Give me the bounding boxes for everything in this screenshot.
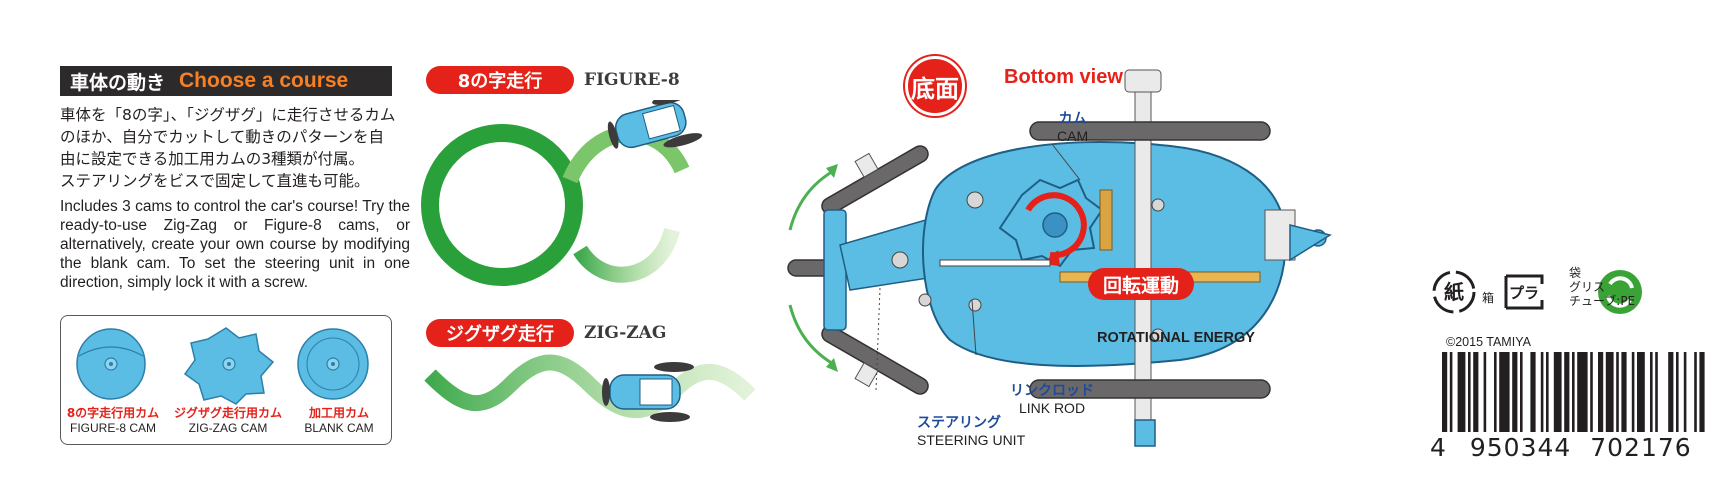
steering-label-jp: ステアリング (917, 415, 1001, 431)
barcode-bar (1699, 352, 1705, 432)
desc-jp-line: 由に設定できる加工用カムの3種類が付属。 (60, 150, 365, 168)
recycle-marks: 紙 箱 プラ (1432, 270, 1642, 314)
figure8-label: FIGURE-8 (584, 70, 680, 90)
bottom-view-diagram (787, 69, 1332, 447)
zigzag-cam-label: ジグザグ走行用カム ZIG-ZAG CAM (169, 406, 287, 436)
barcode-bar (1546, 352, 1549, 432)
barcode-bar (1564, 352, 1570, 432)
zigzag-cam-icon (183, 327, 275, 405)
steering-label-en: STEERING UNIT (917, 432, 1026, 448)
cam-label-jp: ジグザグ走行用カム (173, 406, 282, 420)
barcode-bar (1483, 352, 1487, 432)
barcode-bar (1655, 352, 1658, 432)
barcode-bar (1631, 352, 1635, 432)
barcode-bar (1621, 352, 1627, 432)
desc-jp-line: のほか、自分でカットして動きのパターンを自 (60, 128, 384, 146)
steering-unit-callout: ステアリング STEERING UNIT (917, 412, 1025, 448)
bottom-view-title: Bottom view (1004, 66, 1123, 88)
figure8-banner: 8の字走行 (426, 66, 574, 94)
front-wheels (787, 145, 929, 395)
barcode-bar (1694, 352, 1697, 432)
barcode-bar (1468, 352, 1471, 432)
choose-course-header: 車体の動き Choose a course (60, 66, 392, 96)
zigzag-label: ZIG-ZAG (584, 323, 667, 343)
cam-label-en: FIGURE-8 CAM (69, 421, 156, 435)
bag-text: 袋 (1569, 266, 1582, 280)
barcode-bar (1637, 352, 1645, 432)
plastic-mark-text: プラ (1509, 284, 1539, 302)
blank-cam-label: 加工用カム BLANK CAM (289, 406, 389, 436)
barcode-bar (1605, 352, 1614, 432)
plastic-recycle-icon: プラ (1504, 274, 1544, 310)
cam-label-en: BLANK CAM (304, 421, 374, 435)
barcode-bar (1590, 352, 1593, 432)
barcode-bar (1499, 352, 1510, 432)
rotation-label-en: ROTATIONAL ENERGY (1097, 330, 1255, 346)
barcode-bar (1616, 352, 1619, 432)
barcode-group1: 950344 (1469, 433, 1572, 462)
figure8-cam-label: 8の字走行用カム FIGURE-8 CAM (63, 406, 163, 436)
barcode-bar (1598, 352, 1604, 432)
cam-label-jp: カム (1058, 111, 1087, 127)
link-rod-callout: リンクロッド LINK ROD (1010, 380, 1094, 416)
figure8-path-illustration (421, 100, 703, 286)
barcode-bar (1577, 352, 1588, 432)
cam-label-jp: 8の字走行用カム (66, 406, 160, 420)
barcode-bar (1676, 352, 1679, 432)
paper-mark-text: 紙 (1444, 280, 1464, 304)
tube-text: チューブ:PE (1569, 294, 1636, 308)
zigzag-banner: ジグザグ走行 (426, 319, 574, 347)
barcode-bar (1449, 352, 1453, 432)
grease-text: グリス (1569, 280, 1606, 294)
link-rod-label-jp: リンクロッド (1010, 383, 1094, 399)
description-en: Includes 3 cams to control the car's cou… (60, 198, 410, 291)
barcode-bar (1668, 352, 1674, 432)
barcode-bar (1457, 352, 1466, 432)
cam-illustrations (76, 327, 369, 405)
barcode (1442, 352, 1705, 432)
header-en: Choose a course (179, 69, 349, 92)
zigzag-path-illustration (424, 354, 756, 422)
green-recycle-icon (1598, 270, 1642, 314)
barcode-prefix: 4 (1430, 433, 1447, 462)
rotation-badge: 回転運動 (1088, 268, 1194, 300)
barcode-bar (1540, 352, 1544, 432)
barcode-bar (1683, 352, 1687, 432)
barcode-bar (1530, 352, 1536, 432)
recycle-legend: 袋 グリス チューブ:PE (1569, 266, 1635, 308)
barcode-bar (1520, 352, 1523, 432)
desc-jp-line: 車体を「8の字」、「ジグザグ」に走行させるカム (60, 106, 396, 124)
barcode-bar (1473, 352, 1479, 432)
cam-label-en: ZIG-ZAG CAM (188, 421, 268, 435)
barcode-bar (1572, 352, 1575, 432)
desc-jp-line: ステアリングをビスで固定して直進も可能。 (60, 172, 370, 190)
link-rod-label-en: LINK ROD (1018, 400, 1086, 416)
barcode-digits: 4 950344 702176 (1430, 433, 1692, 462)
figure8-cam-icon (76, 328, 146, 400)
description-jp: 車体を「8の字」、「ジグザグ」に走行させるカム のほか、自分でカットして動きのパ… (60, 104, 412, 192)
cam-set-box: 8の字走行用カム FIGURE-8 CAM ジグザグ走行用カム ZIG-ZAG … (60, 315, 392, 445)
paper-recycle-icon: 紙 (1432, 270, 1476, 314)
copyright: ©2015 TAMIYA (1446, 335, 1531, 349)
box-text: 箱 (1482, 290, 1494, 305)
bottom-view-badge: 底面 (905, 56, 965, 116)
barcode-bar (1512, 352, 1518, 432)
barcode-bar (1442, 352, 1448, 432)
barcode-bar (1650, 352, 1653, 432)
header-jp: 車体の動き (70, 71, 166, 94)
blank-cam-icon (297, 328, 369, 400)
barcode-bar (1553, 352, 1562, 432)
cam-callout: カム CAM (1057, 108, 1088, 144)
cam-label-en: CAM (1057, 128, 1089, 144)
cam-label-jp: 加工用カム (308, 406, 369, 420)
barcode-bar (1494, 352, 1497, 432)
barcode-group2: 702176 (1590, 433, 1692, 462)
